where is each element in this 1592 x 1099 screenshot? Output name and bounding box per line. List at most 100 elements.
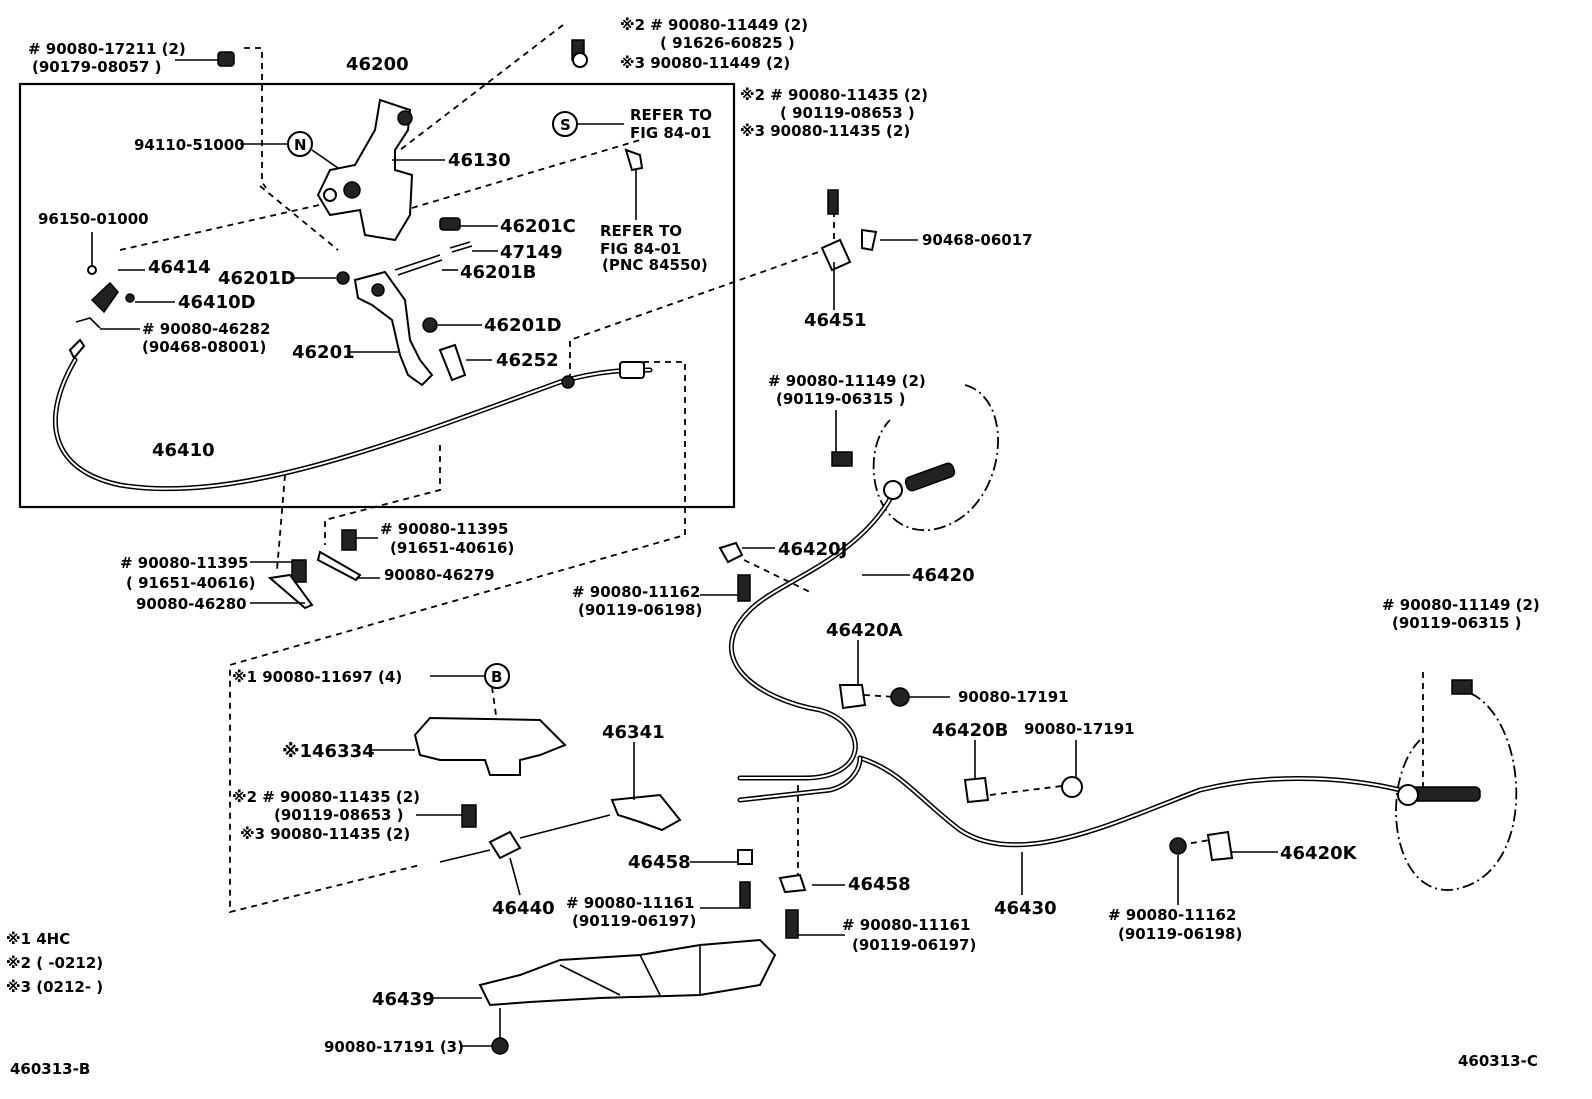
label-46282-2: (90468-08001) — [142, 338, 266, 356]
label-assy-46200: 46200 — [346, 54, 409, 75]
note-2: ※2 ( -0212) — [6, 954, 103, 972]
label-11161-b-2: (90119-06197) — [852, 936, 976, 954]
label-46201B: 46201B — [460, 262, 536, 283]
label-46458-b: 46458 — [848, 874, 911, 895]
bolt-11162-a-icon — [737, 574, 751, 602]
clamp-46420A-icon — [838, 684, 867, 710]
label-46439: 46439 — [372, 989, 435, 1010]
pawl-46252-icon — [438, 343, 467, 382]
bracket-46279-icon — [316, 550, 362, 582]
bracket-46130-icon — [316, 98, 414, 242]
label-11162-a-1: # 90080-11162 — [572, 583, 700, 601]
label-46280: 90080-46280 — [136, 595, 247, 613]
label-11162-a-2: (90119-06198) — [578, 601, 702, 619]
nut-17191-c-icon — [491, 1037, 509, 1055]
label-11449-3: ※3 90080-11449 (2) — [620, 54, 790, 72]
label-11395-b-1: # 90080-11395 — [120, 554, 248, 572]
bracket-46451-icon — [820, 189, 852, 272]
label-46420J: 46420J — [778, 539, 847, 560]
clip-90080-46282-icon — [75, 317, 101, 329]
label-46451: 46451 — [804, 310, 867, 331]
spring-47149-icon — [449, 241, 473, 253]
bolt-11149-lh-icon — [1451, 679, 1473, 695]
bolt-17211-icon — [217, 51, 235, 67]
label-46410D: 46410D — [178, 292, 256, 313]
wheel-area-lh — [1395, 692, 1518, 891]
label-146334: ※146334 — [282, 741, 375, 762]
label-47149: 47149 — [500, 242, 563, 263]
label-refer2-1: REFER TO — [600, 222, 682, 240]
bolt-11435-m-icon — [461, 804, 477, 828]
cables — [52, 357, 1403, 863]
cable-grommet-icon — [561, 375, 575, 389]
label-11395-a-2: (91651-40616) — [390, 539, 514, 557]
cable-end-46410-icon — [68, 338, 86, 360]
label-11435-m1: ※2 # 90080-11435 (2) — [232, 788, 420, 806]
label-11149-lh-1: # 90080-11149 (2) — [1382, 596, 1540, 614]
label-bolt-17211-alt: (90179-08057 ) — [32, 58, 162, 76]
note-3: ※3 (0212- ) — [6, 978, 103, 996]
callout-n-text: N — [294, 136, 307, 154]
label-11161-b-1: # 90080-11161 — [842, 916, 970, 934]
bracket-146334-icon — [413, 716, 567, 776]
label-11161-a-1: # 90080-11161 — [566, 894, 694, 912]
label-11149-lh-2: (90119-06315 ) — [1392, 614, 1522, 632]
nut-17191-b-icon — [1061, 776, 1083, 798]
label-11435-r2: ( 90119-08653 ) — [780, 104, 915, 122]
label-11395-a-1: # 90080-11395 — [380, 520, 508, 538]
equalizer-46341-icon — [610, 793, 682, 832]
cable-end-lh-icon — [1409, 786, 1481, 802]
label-46420A: 46420A — [826, 620, 903, 641]
bolt-11161-a-icon — [739, 881, 751, 909]
clip-46458-a-icon — [737, 849, 753, 865]
label-refer2-2: FIG 84-01 — [600, 240, 681, 258]
lever-46201-icon — [353, 270, 434, 387]
label-refer2-3: (PNC 84550) — [602, 256, 708, 274]
label-46279: 90080-46279 — [384, 566, 495, 584]
label-17191-b: 90080-17191 — [1024, 720, 1135, 738]
figure-id-right: 460313-C — [1458, 1052, 1538, 1070]
label-11449-2: ( 91626-60825 ) — [660, 34, 795, 52]
solid-leaders — [91, 59, 1278, 1047]
label-11162-b-1: # 90080-11162 — [1108, 906, 1236, 924]
callout-b-text: B — [491, 668, 502, 686]
cable-end-rh-icon — [904, 462, 956, 492]
bracket-refer-icon — [624, 148, 644, 172]
callout-b-circle — [484, 663, 510, 689]
grommet-lh-icon — [1397, 784, 1419, 806]
ring-96150-icon — [87, 265, 97, 275]
label-46201: 46201 — [292, 342, 355, 363]
label-refer1-1: REFER TO — [630, 106, 712, 124]
labels: # 90080-17211 (2) (90179-08057 ) 46200 ※… — [6, 16, 1540, 1078]
label-46420B: 46420B — [932, 720, 1008, 741]
dashed-leaders — [119, 24, 1424, 914]
label-11149-rh-2: (90119-06315 ) — [776, 390, 906, 408]
bolt-11449-icon — [571, 39, 588, 68]
insulator-46439-icon — [478, 938, 777, 1007]
label-refer1-2: FIG 84-01 — [630, 124, 711, 142]
cable-end-fitting-icon — [619, 361, 645, 379]
callout-s-text: S — [560, 116, 571, 134]
label-17191-a: 90080-17191 — [958, 688, 1069, 706]
clamp-46420K-icon — [1206, 830, 1234, 862]
grip-46414-icon — [90, 281, 119, 314]
note-1: ※1 4HC — [6, 930, 70, 948]
label-46458-a: 46458 — [628, 852, 691, 873]
figure-id-left: 460313-B — [10, 1060, 90, 1078]
label-11161-a-2: (90119-06197) — [572, 912, 696, 930]
label-46420: 46420 — [912, 565, 975, 586]
bolt-11149-rh-icon — [831, 451, 853, 467]
label-46201C: 46201C — [500, 216, 576, 237]
label-11697: ※1 90080-11697 (4) — [232, 668, 402, 686]
label-11435-r3: ※3 90080-11435 (2) — [740, 122, 910, 140]
label-94110: 94110-51000 — [134, 136, 245, 154]
label-11395-b-2: ( 91651-40616) — [126, 574, 256, 592]
wheel-area-rh — [872, 384, 999, 531]
label-46130: 46130 — [448, 150, 511, 171]
label-17191-c: 90080-17191 (3) — [324, 1038, 464, 1056]
label-46201D-a: 46201D — [218, 268, 296, 289]
parts — [68, 39, 1481, 1055]
clamp-46420J-icon — [718, 541, 744, 564]
label-46252: 46252 — [496, 350, 559, 371]
